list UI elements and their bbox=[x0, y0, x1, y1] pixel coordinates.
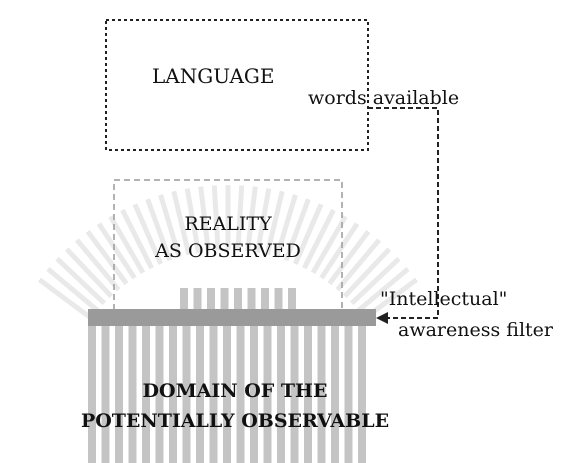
reality-fan-ray bbox=[38, 277, 94, 321]
reality-fan-ray bbox=[85, 230, 129, 286]
reality-fan-rays bbox=[38, 185, 418, 321]
reality-fan-ray bbox=[158, 194, 182, 258]
observable-domain-stripes bbox=[88, 288, 366, 463]
reality-fan-ray bbox=[184, 188, 201, 254]
reality-fan-ray bbox=[245, 186, 258, 252]
reality-fan-ray bbox=[145, 198, 173, 262]
reality-fan-ray bbox=[55, 256, 107, 306]
language-label: LANGUAGE bbox=[152, 64, 275, 88]
awareness-filter-bar bbox=[88, 309, 376, 326]
observable-stripe bbox=[358, 312, 366, 463]
reality-fan-ray bbox=[171, 190, 192, 256]
reality-fan-ray bbox=[335, 238, 382, 292]
reality-fan-ray bbox=[327, 230, 371, 286]
reality-fan-ray bbox=[96, 222, 137, 280]
observable-stripe bbox=[142, 312, 150, 463]
observable-stripe bbox=[180, 288, 188, 318]
observable-stripe bbox=[274, 288, 283, 318]
observable-stripe bbox=[247, 288, 256, 318]
observable-stripe bbox=[155, 312, 164, 463]
reality-fan-ray bbox=[274, 194, 298, 258]
reality-fan-ray bbox=[356, 266, 410, 313]
reality-fan-ray bbox=[264, 190, 285, 256]
reality-label-line1: REALITY bbox=[184, 213, 272, 235]
reality-label-line2: AS OBSERVED bbox=[155, 240, 301, 262]
observable-stripe bbox=[169, 312, 177, 463]
observable-stripe bbox=[277, 312, 285, 463]
observable-stripe bbox=[88, 312, 96, 463]
reality-fan-ray bbox=[283, 198, 311, 262]
observable-stripe bbox=[220, 288, 229, 318]
observable-stripe bbox=[288, 288, 296, 318]
observable-stripe bbox=[331, 312, 339, 463]
domain-label-line2: POTENTIALLY OBSERVABLE bbox=[80, 410, 390, 432]
observable-stripe bbox=[209, 312, 218, 463]
reality-fan-ray bbox=[255, 188, 272, 254]
observable-stripe bbox=[261, 288, 269, 318]
reality-fan-ray bbox=[74, 238, 121, 292]
observable-stripe bbox=[223, 312, 231, 463]
observable-stripe bbox=[263, 312, 272, 463]
observable-stripe bbox=[182, 312, 191, 463]
domain-label-line1: DOMAIN OF THE bbox=[142, 380, 328, 402]
reality-fan-ray bbox=[342, 247, 392, 299]
observable-stripe bbox=[344, 312, 353, 463]
reality-fan-ray bbox=[46, 266, 100, 313]
reality-fan-ray bbox=[211, 185, 221, 251]
reality-box bbox=[113, 179, 343, 313]
feedback-connector bbox=[368, 107, 439, 319]
observable-stripe bbox=[193, 288, 202, 318]
observable-stripe bbox=[207, 288, 215, 318]
reality-fan-ray bbox=[293, 203, 324, 265]
observable-stripe bbox=[290, 312, 299, 463]
reality-fan-ray bbox=[132, 203, 163, 265]
observable-stripe bbox=[115, 312, 123, 463]
observable-stripe bbox=[304, 312, 312, 463]
observable-stripe bbox=[101, 312, 110, 463]
reality-fan-ray bbox=[235, 185, 245, 251]
observable-stripe bbox=[250, 312, 258, 463]
reality-fan-ray bbox=[108, 215, 146, 275]
connector-arrowhead bbox=[376, 312, 388, 324]
reality-fan-ray bbox=[349, 256, 401, 306]
reality-fan-ray bbox=[120, 208, 154, 270]
language-box bbox=[105, 19, 369, 151]
reality-fan-ray bbox=[64, 247, 114, 299]
observable-stripe bbox=[317, 312, 326, 463]
observable-stripe bbox=[196, 312, 204, 463]
reality-fan-ray bbox=[319, 222, 360, 280]
observable-stripe bbox=[234, 288, 242, 318]
filter-label-line1: "Intellectual" bbox=[380, 288, 508, 310]
observable-stripe bbox=[236, 312, 245, 463]
reality-fan-ray bbox=[302, 208, 336, 270]
reality-fan-ray bbox=[310, 215, 348, 275]
reality-fan-ray bbox=[198, 186, 211, 252]
observable-stripe bbox=[128, 312, 137, 463]
filter-label-line2: awareness filter bbox=[398, 319, 553, 341]
words-available-label: words available bbox=[308, 87, 460, 109]
